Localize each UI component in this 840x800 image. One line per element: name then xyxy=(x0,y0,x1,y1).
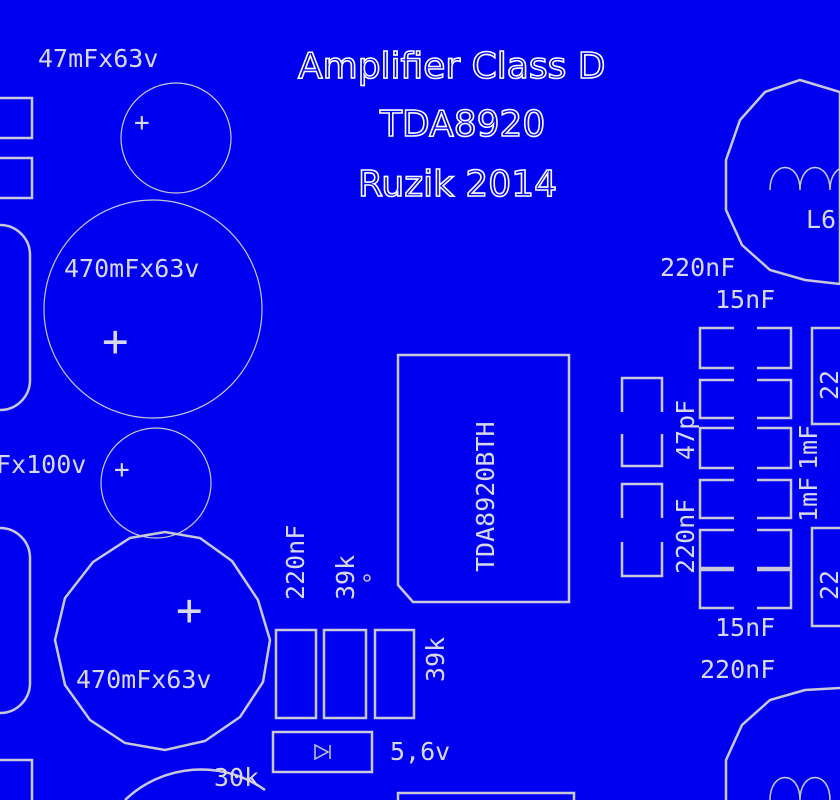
bottom-capacitor-partial xyxy=(124,768,266,800)
inductor-coil-icon xyxy=(769,166,840,191)
capacitor-fx100v-outline xyxy=(100,427,212,539)
inductor-coil-bottom-icon xyxy=(769,776,831,800)
label-chip-name: TDA8920BTH xyxy=(471,421,500,572)
label-470mf-top: 470mFx63v xyxy=(64,254,199,283)
capacitor-470mf-bottom-plus: + xyxy=(176,585,203,636)
label-1mf-b: 1mF xyxy=(794,477,823,522)
title-line-3: Ruzik 2014 xyxy=(358,164,557,205)
left-edge-pad-2 xyxy=(0,156,34,200)
capacitor-470mf-top-outline xyxy=(43,199,263,419)
capacitor-47mf-plus: + xyxy=(134,108,150,138)
capacitor-fx100v-plus: + xyxy=(114,455,130,485)
label-220nf-top: 220nF xyxy=(660,253,735,282)
cap-220nf-pad-top xyxy=(620,482,664,518)
label-220nf-bottom: 220nF xyxy=(700,655,775,684)
cap-47pf-pad-top xyxy=(620,376,664,412)
left-edge-pad-3 xyxy=(0,758,34,800)
pad-grid-5a xyxy=(698,528,734,570)
label-39k-a: 39k xyxy=(331,555,360,600)
label-470mf-bottom: 470mFx63v xyxy=(76,665,211,694)
pad-grid-6b xyxy=(757,568,793,610)
pad-grid-2b xyxy=(757,378,793,420)
pad-grid-4b xyxy=(757,478,793,520)
label-zener: 5,6v xyxy=(390,737,450,766)
pad-grid-6a xyxy=(698,568,734,610)
label-1mf-a: 1mF xyxy=(794,425,823,470)
label-220nf-vertical: 220nF xyxy=(671,499,700,574)
capacitor-470mf-top-plus: + xyxy=(102,316,129,367)
label-47pf: 47pF xyxy=(671,400,700,460)
pad-grid-1b xyxy=(757,326,793,370)
left-edge-pad-1 xyxy=(0,96,34,140)
label-220nf-mid: 220nF xyxy=(281,525,310,600)
left-edge-capacitor-2 xyxy=(0,526,32,715)
pad-grid-4a xyxy=(698,478,734,520)
resistor-39k-a-pad xyxy=(322,628,368,720)
label-inductor: L6 xyxy=(806,205,836,234)
diode-symbol-icon xyxy=(314,743,331,761)
zener-diode-outline xyxy=(271,730,374,774)
left-edge-capacitor-1 xyxy=(0,223,32,412)
inductor-l6-outline xyxy=(724,78,840,286)
pad-grid-5b xyxy=(757,528,793,570)
resistor-39k-b-pad xyxy=(373,628,416,720)
tda8920-chip-outline xyxy=(396,353,571,604)
cap-47pf-pad-bottom xyxy=(620,434,664,468)
label-15nf-top: 15nF xyxy=(715,285,775,314)
capacitor-47mf-outline xyxy=(120,82,232,194)
label-edge-a: 22 xyxy=(815,370,840,400)
capacitor-470mf-bottom-outline xyxy=(53,530,272,752)
label-edge-b: 22 xyxy=(815,570,840,600)
right-edge-cap-2 xyxy=(810,526,840,628)
label-30k: 30k xyxy=(214,763,259,792)
pad-grid-3b xyxy=(757,426,793,470)
pad-grid-1a xyxy=(698,326,734,370)
title-line-1: Amplifier Class D xyxy=(298,46,606,87)
pad-grid-2a xyxy=(698,378,734,420)
label-15nf-bottom: 15nF xyxy=(715,613,775,642)
cap-220nf-pad-bottom xyxy=(620,542,664,578)
label-47mf: 47mFx63v xyxy=(38,44,158,73)
right-edge-cap-1 xyxy=(810,326,840,426)
label-fx100v: Fx100v xyxy=(0,450,86,479)
pin1-marker xyxy=(363,574,371,582)
title-line-2: TDA8920 xyxy=(379,104,545,145)
bottom-chip-partial xyxy=(396,791,576,800)
resistor-220nf-pad xyxy=(274,628,318,720)
inductor-bottom-partial xyxy=(724,686,840,800)
pad-grid-3a xyxy=(698,426,734,470)
label-39k-b: 39k xyxy=(421,637,450,682)
